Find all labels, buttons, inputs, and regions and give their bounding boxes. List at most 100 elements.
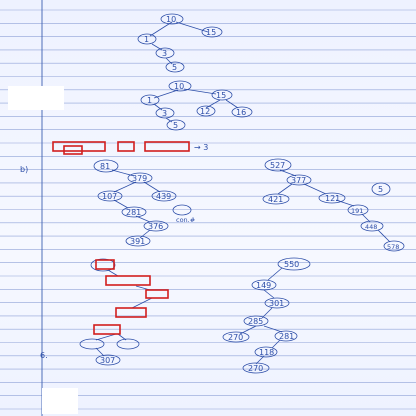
annotation-arrow: → 3 bbox=[194, 143, 208, 152]
tree-c1 bbox=[79, 258, 153, 366]
node-label: 1 bbox=[147, 96, 152, 105]
part-label: b) bbox=[20, 165, 28, 174]
redacted-row bbox=[52, 141, 190, 155]
node-ellipse bbox=[264, 297, 290, 309]
node-ellipse bbox=[262, 193, 290, 205]
node-label: 81 bbox=[100, 162, 110, 171]
node-ellipse bbox=[347, 204, 369, 216]
node-label: 10 bbox=[174, 82, 184, 91]
node-label: 421 bbox=[268, 195, 283, 204]
node-label: 10 bbox=[166, 15, 176, 24]
tree-a2 bbox=[140, 80, 253, 131]
node-label: 5 bbox=[173, 121, 178, 130]
node-label: 3 bbox=[162, 49, 167, 58]
node-ellipse bbox=[143, 220, 169, 232]
node-ellipse bbox=[277, 257, 311, 271]
node-ellipse bbox=[95, 354, 121, 366]
node-ellipse bbox=[242, 362, 270, 374]
node-ellipse bbox=[125, 235, 151, 247]
redaction-box bbox=[117, 141, 135, 152]
redaction-box bbox=[52, 141, 106, 152]
node-ellipse bbox=[172, 204, 192, 216]
node-ellipse bbox=[93, 159, 119, 173]
tree-c1-redactions bbox=[93, 259, 169, 335]
node-ellipse bbox=[168, 80, 192, 92]
node-ellipse bbox=[360, 220, 384, 232]
node-label: 3 bbox=[162, 109, 167, 118]
redaction-box bbox=[115, 307, 147, 318]
node-ellipse bbox=[318, 192, 346, 204]
node-label: 377 bbox=[291, 176, 306, 185]
redaction-box bbox=[93, 324, 121, 335]
node-label: 270 bbox=[248, 364, 263, 373]
node-ellipse bbox=[254, 346, 278, 358]
node-ellipse bbox=[140, 94, 160, 106]
node-ellipse bbox=[222, 331, 250, 343]
node-ellipse bbox=[371, 182, 391, 196]
node-ellipse bbox=[165, 61, 185, 73]
node-label: 439 bbox=[156, 192, 171, 201]
node-label: 301 bbox=[269, 299, 284, 308]
node-label: 149 bbox=[256, 281, 271, 290]
node-ellipse bbox=[127, 172, 153, 184]
node-ellipse bbox=[97, 190, 123, 202]
redaction-box bbox=[105, 275, 151, 286]
node-label: 550 bbox=[284, 260, 299, 269]
node-ellipse bbox=[137, 33, 157, 45]
node-ellipse bbox=[251, 279, 277, 291]
node-ellipse bbox=[211, 89, 233, 101]
node-ellipse bbox=[264, 158, 292, 172]
node-ellipse bbox=[166, 119, 186, 131]
node-ellipse bbox=[160, 13, 184, 25]
node-label: 15 bbox=[216, 91, 226, 100]
node-ellipse bbox=[231, 106, 253, 118]
node-label: 391 bbox=[130, 237, 145, 246]
node-label: 281 bbox=[126, 208, 141, 217]
side-note: con.# bbox=[176, 216, 195, 224]
node-label: 5 bbox=[378, 185, 383, 194]
redaction-box bbox=[145, 289, 169, 299]
redaction-box bbox=[63, 145, 83, 155]
node-ellipse bbox=[151, 190, 177, 202]
node-ellipse bbox=[383, 240, 405, 252]
tree-b2 bbox=[262, 158, 405, 252]
tree-b1 bbox=[93, 159, 192, 247]
node-label: 307 bbox=[100, 356, 115, 365]
tree-c2 bbox=[222, 257, 311, 374]
node-ellipse bbox=[155, 47, 175, 59]
redaction-box bbox=[95, 259, 115, 270]
redaction-box bbox=[144, 141, 190, 152]
node-label: 118 bbox=[259, 348, 274, 357]
node-ellipse bbox=[90, 258, 116, 272]
node-ellipse bbox=[79, 338, 105, 350]
tree-a1 bbox=[137, 13, 223, 73]
node-ellipse bbox=[116, 338, 140, 350]
node-label: 578 bbox=[387, 243, 399, 251]
margin-mark: 6. bbox=[40, 351, 48, 360]
node-label: 15 bbox=[206, 28, 216, 37]
node-label: 12 bbox=[200, 107, 210, 116]
node-label: 1 bbox=[144, 35, 149, 44]
node-label: 379 bbox=[132, 174, 147, 183]
node-ellipse bbox=[274, 330, 298, 342]
node-label: 107 bbox=[102, 192, 117, 201]
node-ellipse bbox=[155, 107, 175, 119]
node-label: 281 bbox=[279, 332, 294, 341]
node-ellipse bbox=[196, 105, 216, 117]
node-ellipse bbox=[243, 315, 269, 327]
node-ellipse bbox=[286, 174, 312, 186]
node-label: 16 bbox=[236, 108, 246, 117]
node-ellipse bbox=[121, 206, 147, 218]
node-label: 448 bbox=[365, 223, 377, 231]
node-label: 285 bbox=[248, 317, 263, 326]
node-label: 121 bbox=[325, 194, 340, 203]
blank-patch bbox=[42, 388, 78, 414]
blank-patch bbox=[8, 86, 64, 110]
node-label: 5 bbox=[172, 63, 177, 72]
node-label: 191 bbox=[351, 207, 363, 215]
node-label: 270 bbox=[228, 333, 243, 342]
node-label: 527 bbox=[270, 161, 285, 170]
